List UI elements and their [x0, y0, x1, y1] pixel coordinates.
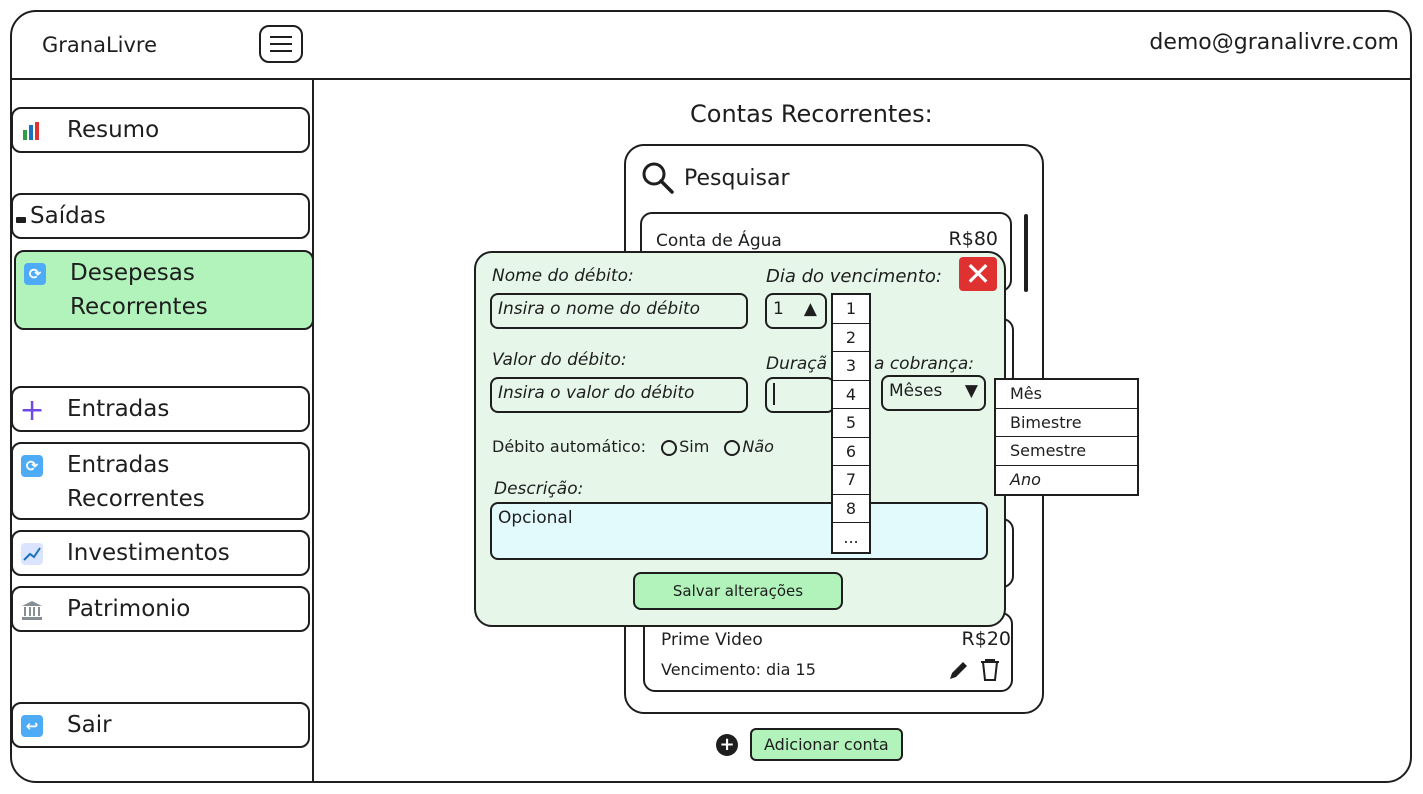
- account-name: Prime Video: [661, 630, 763, 650]
- duration-label-end: a cobrança:: [874, 354, 975, 374]
- day-option[interactable]: 6: [833, 438, 869, 466]
- add-circle-icon[interactable]: +: [716, 733, 738, 756]
- add-account-button[interactable]: Adicionar conta: [750, 728, 903, 761]
- description-textarea[interactable]: Opcional: [490, 502, 988, 560]
- sidebar-item-despesas-recorrentes[interactable]: ⟳ Desepesas Recorrentes: [14, 250, 314, 330]
- autodebit-row: Débito automático: Sim Não: [492, 437, 774, 456]
- hamburger-menu-button[interactable]: [259, 25, 303, 63]
- trend-chart-icon: [21, 543, 43, 565]
- due-day-dropdown: 1 2 3 4 5 6 7 8 ...: [831, 293, 871, 554]
- recurring-icon: ⟳: [24, 263, 46, 285]
- period-select[interactable]: Mêses ▼: [881, 375, 986, 411]
- radio-sim[interactable]: [661, 439, 678, 456]
- sidebar-item-label: Sair: [67, 712, 112, 738]
- sidebar-item-label: Entradas: [67, 396, 170, 422]
- menu-line: [270, 50, 292, 52]
- sidebar-item-sair[interactable]: ↩ Sair: [11, 702, 310, 748]
- radio-nao[interactable]: [724, 439, 741, 456]
- sidebar-item-saidas[interactable]: Saídas: [11, 193, 310, 239]
- close-icon[interactable]: ✕: [959, 255, 997, 293]
- account-name: Conta de Água: [656, 231, 782, 251]
- sidebar-item-label: Entradas Recorrentes: [67, 452, 205, 512]
- description-label: Descrição:: [494, 479, 584, 499]
- day-option[interactable]: 7: [833, 466, 869, 495]
- trash-icon[interactable]: [979, 658, 1001, 682]
- search-placeholder: Pesquisar: [684, 165, 790, 191]
- logout-icon: ↩: [21, 715, 43, 737]
- day-option[interactable]: 5: [833, 409, 869, 438]
- add-account-row: + Adicionar conta: [716, 728, 903, 761]
- list-scrollbar[interactable]: [1024, 214, 1028, 292]
- sidebar-item-resumo[interactable]: Resumo: [11, 107, 310, 153]
- duration-input[interactable]: [765, 377, 835, 413]
- page-title: Contas Recorrentes:: [690, 100, 933, 128]
- sidebar-item-patrimonio[interactable]: Patrimonio: [11, 586, 310, 632]
- account-amount: R$80: [948, 228, 998, 250]
- sidebar-item-label: Patrimonio: [67, 596, 191, 622]
- day-option[interactable]: 1: [833, 295, 869, 324]
- outflow-icon: [16, 217, 26, 223]
- period-value: Mêses: [889, 381, 943, 401]
- period-option-ano[interactable]: Ano: [1010, 470, 1041, 490]
- sidebar-item-entradas[interactable]: + Entradas: [11, 386, 310, 432]
- account-due-date: Vencimento: dia 15: [661, 660, 816, 679]
- search-bar[interactable]: Pesquisar: [640, 160, 790, 196]
- sidebar-divider: [312, 79, 314, 783]
- triangle-down-icon: ▼: [964, 381, 978, 401]
- radio-nao-label: Não: [742, 437, 774, 456]
- period-option-mes[interactable]: Mês: [996, 380, 1137, 409]
- due-day-select[interactable]: 1 ▲: [765, 293, 827, 329]
- menu-line: [270, 43, 292, 45]
- day-option[interactable]: 2: [833, 324, 869, 352]
- user-email[interactable]: demo@granalivre.com: [1149, 30, 1399, 55]
- plus-icon: +: [19, 392, 45, 428]
- day-option-more[interactable]: ...: [843, 527, 859, 547]
- triangle-up-icon: ▲: [803, 299, 817, 319]
- day-option[interactable]: 4: [833, 381, 869, 409]
- debit-value-input[interactable]: Insira o valor do débito: [490, 377, 748, 413]
- sidebar-item-label: Investimentos: [67, 540, 230, 566]
- period-option-semestre[interactable]: Semestre: [996, 437, 1137, 466]
- day-option[interactable]: 3: [833, 352, 869, 381]
- radio-sim-label: Sim: [679, 437, 710, 456]
- period-dropdown: Mês Bimestre Semestre Ano: [994, 378, 1139, 496]
- recurring-icon: ⟳: [21, 455, 43, 477]
- save-changes-button[interactable]: Salvar alterações: [633, 572, 843, 610]
- edit-debit-modal: Nome do débito: Insira o nome do débito …: [474, 251, 1006, 627]
- debit-name-input[interactable]: Insira o nome do débito: [490, 293, 748, 329]
- text-cursor: [773, 383, 775, 405]
- edit-icon[interactable]: [947, 658, 971, 682]
- sidebar-item-label: Desepesas Recorrentes: [70, 260, 208, 320]
- account-amount: R$20: [961, 628, 1011, 650]
- sidebar-item-investimentos[interactable]: Investimentos: [11, 530, 310, 576]
- bank-icon: [21, 599, 43, 621]
- duration-label: Duraçã: [766, 354, 828, 374]
- header-divider: [10, 78, 1412, 80]
- autodebit-label: Débito automático:: [492, 437, 647, 456]
- debit-name-label: Nome do débito:: [492, 266, 634, 286]
- day-option[interactable]: 8: [833, 495, 869, 523]
- sidebar-item-label: Resumo: [67, 117, 160, 143]
- debit-value-label: Valor do débito:: [492, 350, 627, 370]
- search-icon: [642, 162, 674, 194]
- sidebar-item-entradas-recorrentes[interactable]: ⟳ Entradas Recorrentes: [11, 442, 310, 520]
- due-day-value: 1: [773, 299, 784, 319]
- sidebar-item-label: Saídas: [30, 203, 106, 229]
- period-option-bimestre[interactable]: Bimestre: [996, 409, 1137, 437]
- bar-chart-icon: [21, 120, 43, 142]
- due-day-label: Dia do vencimento:: [766, 266, 942, 287]
- app-title: GranaLivre: [42, 33, 158, 57]
- menu-line: [270, 36, 292, 38]
